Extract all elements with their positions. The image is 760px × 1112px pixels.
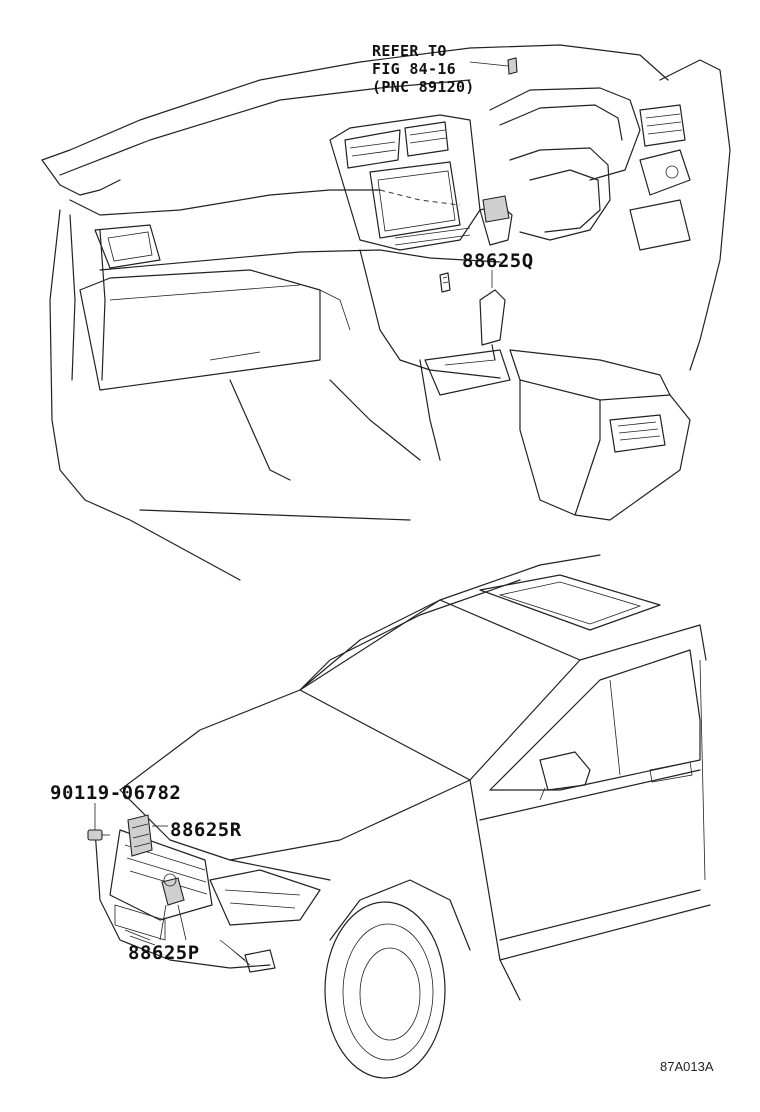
figure-code: 87A013A [660, 1059, 714, 1074]
part-label-88625r: 88625R [170, 819, 242, 841]
refer-label-line2: FIG 84-16 [372, 60, 456, 78]
refer-label-line3: (PNC 89120) [372, 78, 475, 96]
part-label-90119-06782: 90119-06782 [50, 782, 182, 804]
part-label-88625q: 88625Q [462, 250, 534, 272]
refer-label-line1: REFER TO [372, 42, 447, 60]
part-label-88625p: 88625P [128, 942, 200, 964]
